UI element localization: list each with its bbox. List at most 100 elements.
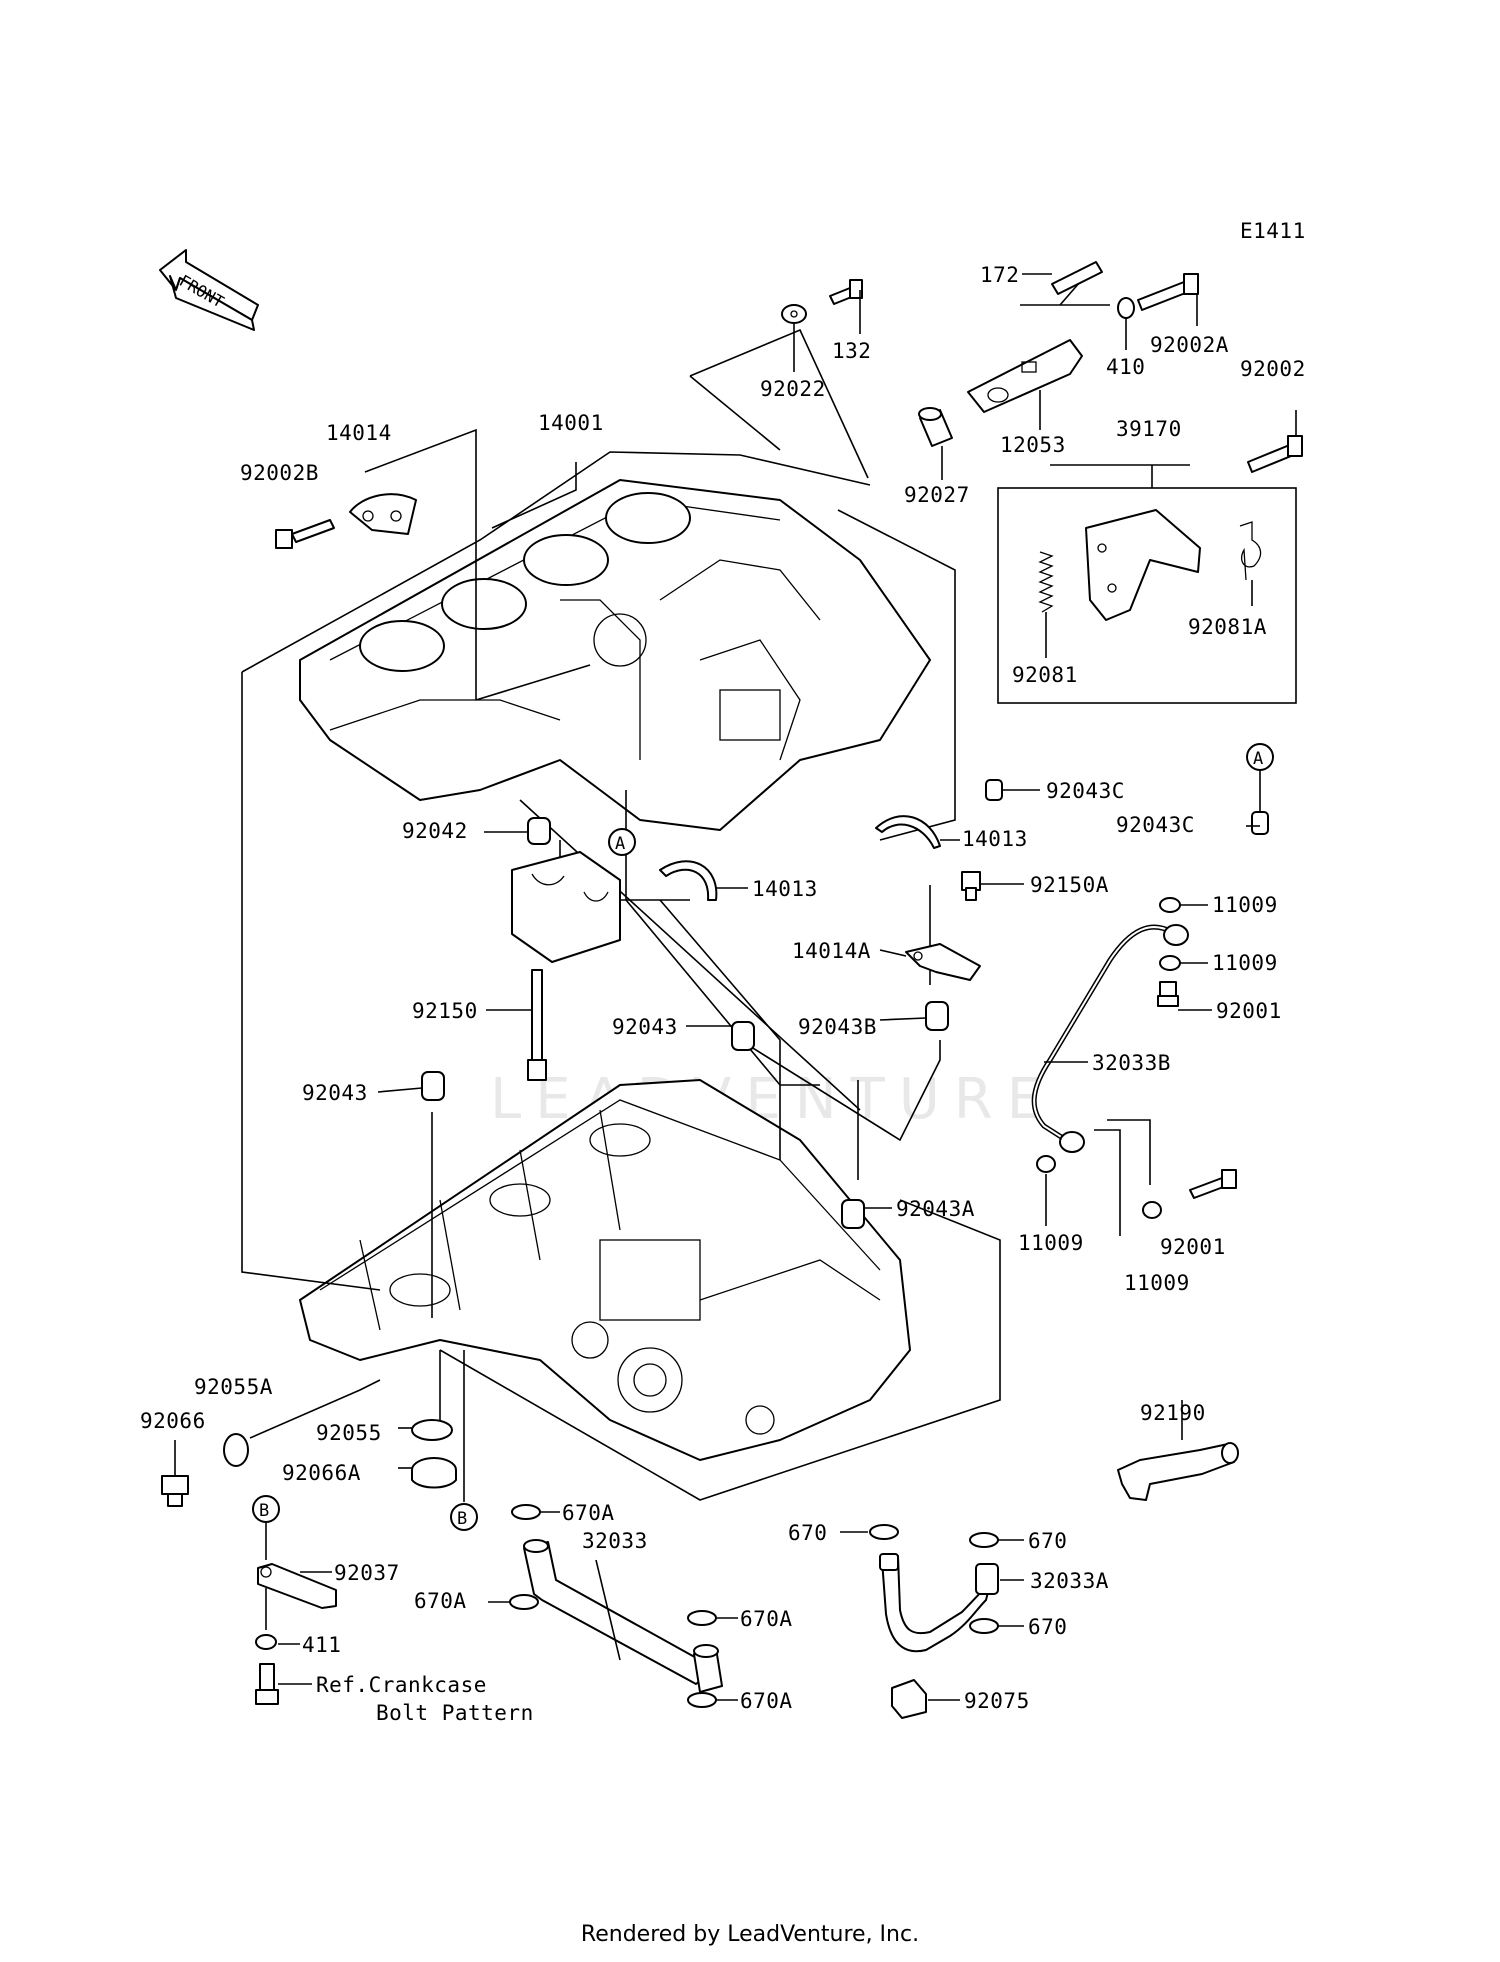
label-92002: 92002 xyxy=(1240,357,1306,381)
label-92037: 92037 xyxy=(334,1561,400,1585)
bolt-92001-lower[interactable] xyxy=(1189,1169,1237,1199)
lower-crankcase[interactable] xyxy=(299,1079,911,1461)
label-14014A: 14014A xyxy=(792,939,871,963)
washer-92022[interactable] xyxy=(781,304,807,324)
washer-11009-2[interactable] xyxy=(1159,955,1181,971)
dowel-92043C-upper[interactable] xyxy=(985,779,1003,801)
washer-410[interactable] xyxy=(1117,297,1135,319)
dowel-92043-left[interactable] xyxy=(421,1071,445,1101)
oil-pipe-32033B[interactable] xyxy=(1031,924,1189,1153)
svg-text:B: B xyxy=(259,1501,269,1521)
oring-92055A[interactable] xyxy=(223,1433,249,1467)
bolt-132[interactable] xyxy=(829,279,863,305)
callout-b-center: B xyxy=(450,1503,478,1531)
front-arrow-icon: FRONT xyxy=(159,249,259,331)
plate-92037[interactable] xyxy=(257,1563,337,1609)
cap-92066A[interactable] xyxy=(411,1457,457,1489)
label-172: 172 xyxy=(980,263,1019,287)
label-92043B: 92043B xyxy=(798,1015,877,1039)
hose-92190[interactable] xyxy=(1117,1442,1239,1501)
label-92002B: 92002B xyxy=(240,461,319,485)
label-92066A: 92066A xyxy=(282,1461,361,1485)
bolt-92150A[interactable] xyxy=(961,871,981,901)
bearing-14013-lower[interactable] xyxy=(659,860,718,901)
upper-crankcase[interactable] xyxy=(299,479,931,831)
label-39170: 39170 xyxy=(1116,417,1182,441)
pin-172[interactable] xyxy=(1051,261,1103,295)
dowel-92043A[interactable] xyxy=(841,1199,865,1229)
dowel-92043B[interactable] xyxy=(925,1001,949,1031)
bolt-crankcase[interactable] xyxy=(255,1663,279,1705)
label-410: 410 xyxy=(1106,355,1145,379)
oring-670A-2[interactable] xyxy=(509,1594,539,1610)
label-670A-3: 670A xyxy=(740,1607,793,1631)
label-92042: 92042 xyxy=(402,819,468,843)
oring-670-2[interactable] xyxy=(969,1532,999,1548)
label-leaders xyxy=(278,273,1297,1701)
label-14014: 14014 xyxy=(326,421,392,445)
svg-text:A: A xyxy=(615,834,625,854)
washer-11009-4[interactable] xyxy=(1142,1201,1162,1219)
label-670-2: 670 xyxy=(1028,1529,1067,1553)
bolt-92002[interactable] xyxy=(1247,435,1303,473)
label-92081: 92081 xyxy=(1012,663,1078,687)
dowel-92042[interactable] xyxy=(527,817,551,845)
bolt-92150[interactable] xyxy=(527,969,547,1081)
label-92001-upper: 92001 xyxy=(1216,999,1282,1023)
svg-text:B: B xyxy=(457,1509,467,1529)
plug-92066[interactable] xyxy=(161,1475,189,1507)
label-92002A: 92002A xyxy=(1150,333,1229,357)
ref-note-line2: Bolt Pattern xyxy=(376,1701,534,1725)
washer-11009-3[interactable] xyxy=(1036,1155,1056,1173)
clamp-92075[interactable] xyxy=(891,1679,927,1719)
bolt-92002B[interactable] xyxy=(275,519,335,549)
label-92001-lower: 92001 xyxy=(1160,1235,1226,1259)
label-92043A: 92043A xyxy=(896,1197,975,1221)
label-11009-2: 11009 xyxy=(1212,951,1278,975)
dowel-92043C-right[interactable] xyxy=(1251,811,1269,835)
spring-92081[interactable] xyxy=(1038,551,1054,613)
guide-39170[interactable] xyxy=(1085,509,1201,621)
dowel-92043-center[interactable] xyxy=(731,1021,755,1051)
guide-assembly-box xyxy=(997,487,1297,704)
oil-pipe-32033[interactable] xyxy=(523,1539,723,1693)
bracket-14014A[interactable] xyxy=(905,943,981,981)
washer-11009-1[interactable] xyxy=(1159,897,1181,913)
label-14001: 14001 xyxy=(538,411,604,435)
label-92150A: 92150A xyxy=(1030,873,1109,897)
spring-92081A[interactable] xyxy=(1239,521,1262,581)
label-92043C-upper: 92043C xyxy=(1046,779,1125,803)
label-12053: 12053 xyxy=(1000,433,1066,457)
label-14013-right: 14013 xyxy=(962,827,1028,851)
label-92022: 92022 xyxy=(760,377,826,401)
bearing-14013-upper[interactable] xyxy=(875,815,941,849)
label-670-1: 670 xyxy=(788,1521,827,1545)
label-670A-2: 670A xyxy=(414,1589,467,1613)
label-92055A: 92055A xyxy=(194,1375,273,1399)
oring-670A-1[interactable] xyxy=(511,1504,541,1520)
bearing-cap[interactable] xyxy=(511,851,621,963)
label-11009-3: 11009 xyxy=(1018,1231,1084,1255)
label-132: 132 xyxy=(832,339,871,363)
callout-a-right: A xyxy=(1246,743,1274,771)
oring-670-1[interactable] xyxy=(869,1524,899,1540)
collar-92027[interactable] xyxy=(918,407,953,447)
oring-92055[interactable] xyxy=(411,1419,453,1441)
label-670A-4: 670A xyxy=(740,1689,793,1713)
oil-pipe-32033A[interactable] xyxy=(879,1553,999,1653)
diagram-code: E1411 xyxy=(1240,219,1306,243)
washer-411[interactable] xyxy=(255,1634,277,1650)
label-32033: 32033 xyxy=(582,1529,648,1553)
ref-note-line1: Ref.Crankcase xyxy=(316,1673,487,1697)
bolt-92002A[interactable] xyxy=(1137,273,1199,311)
oring-670-3[interactable] xyxy=(969,1618,999,1634)
bolt-92001-upper[interactable] xyxy=(1157,981,1179,1007)
label-92075: 92075 xyxy=(964,1689,1030,1713)
plate-14014[interactable] xyxy=(349,493,417,535)
label-670A-1: 670A xyxy=(562,1501,615,1525)
guide-12053[interactable] xyxy=(967,339,1083,413)
oring-670A-3[interactable] xyxy=(687,1610,717,1626)
label-92043C-right: 92043C xyxy=(1116,813,1195,837)
oring-670A-4[interactable] xyxy=(687,1692,717,1708)
